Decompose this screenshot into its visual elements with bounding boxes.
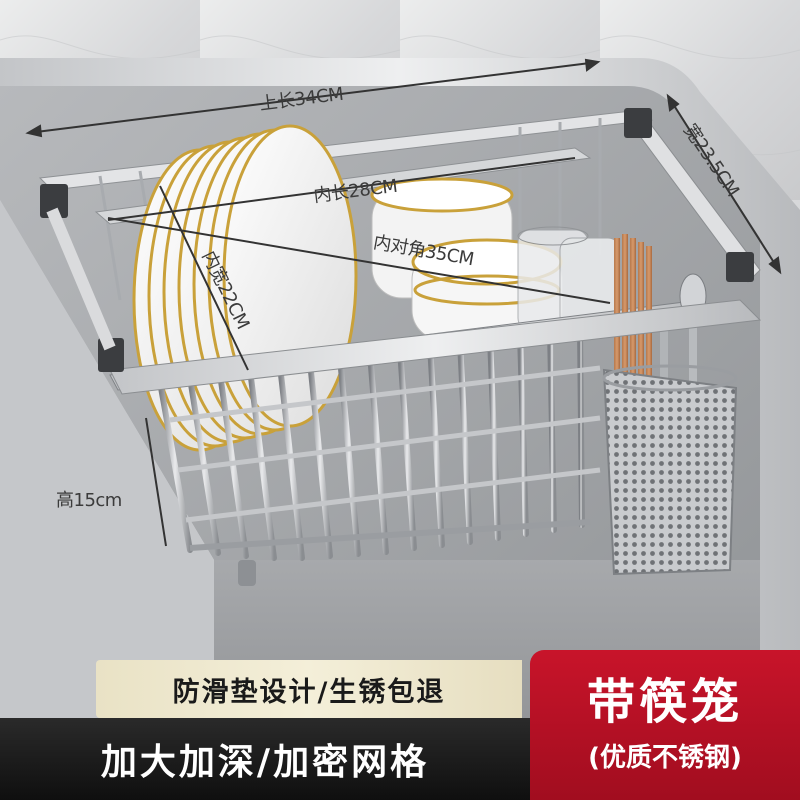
width-line: [667, 95, 781, 273]
drain-foot: [238, 560, 256, 586]
dimension-lines: [25, 58, 782, 547]
chopstick-cage-badge: 带筷笼 (优质不锈钢): [530, 650, 800, 800]
extendable-rail: [40, 108, 762, 395]
clamp: [40, 184, 68, 218]
top-length-line: [27, 61, 599, 134]
badge-subtitle: (优质不锈钢): [588, 742, 742, 773]
feature-text-anti-slip: 防滑垫设计/生锈包退: [172, 676, 446, 708]
height-line: [145, 417, 167, 547]
feature-banner-bottom: 加大加深/加密网格: [0, 718, 530, 800]
feature-banner-top: 防滑垫设计/生锈包退: [96, 660, 522, 718]
clamp: [624, 108, 652, 138]
feature-text-enlarged: 加大加深/加密网格: [100, 742, 430, 783]
clamp: [726, 252, 754, 282]
inner-length-line: [107, 157, 576, 221]
badge-title: 带筷笼: [586, 674, 743, 731]
sink-left-wall: [0, 200, 214, 800]
arrowhead: [666, 93, 680, 112]
arrowhead: [768, 256, 782, 275]
arrowhead: [25, 124, 43, 138]
glasses: [517, 226, 621, 331]
height-label: 高15cm: [56, 490, 122, 511]
inner-diagonal-line: [107, 217, 611, 304]
inner-width-line: [159, 185, 249, 371]
arrowhead: [584, 58, 601, 72]
